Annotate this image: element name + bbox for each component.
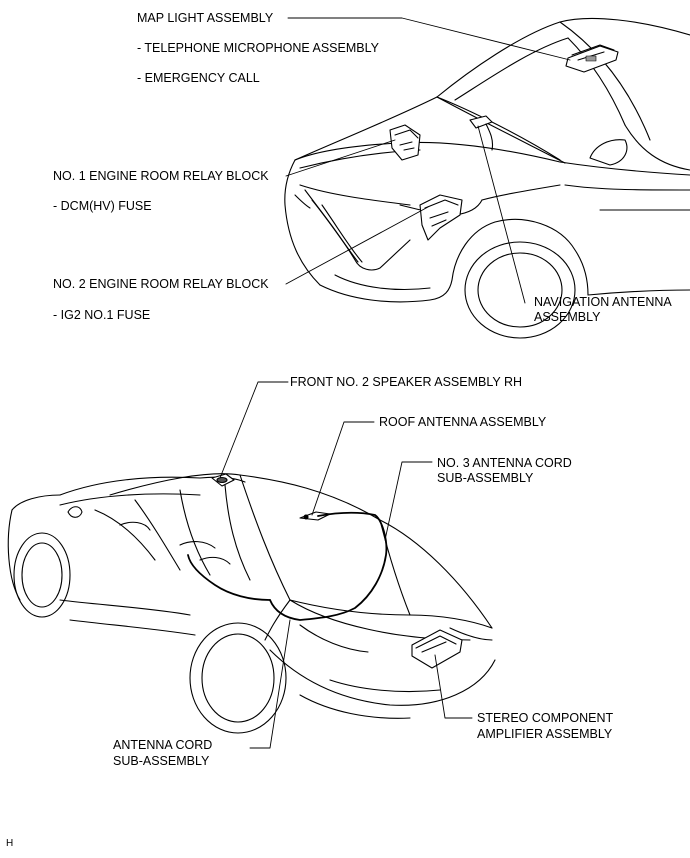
label-antenna-cord-3-2: SUB-ASSEMBLY: [437, 471, 534, 485]
label-nav-antenna-2: ASSEMBLY: [534, 310, 601, 324]
label-ig2-fuse: - IG2 NO.1 FUSE: [53, 308, 151, 322]
label-antenna-cord-1: ANTENNA CORD: [113, 738, 213, 752]
roof-antenna-component: [299, 511, 331, 521]
label-dcm-fuse: - DCM(HV) FUSE: [53, 199, 152, 213]
label-map-light: MAP LIGHT ASSEMBLY: [137, 11, 274, 25]
label-telephone-mic: - TELEPHONE MICROPHONE ASSEMBLY: [137, 41, 379, 55]
front-car-illustration: [284, 17, 690, 339]
label-relay-block-2: NO. 2 ENGINE ROOM RELAY BLOCK: [53, 277, 269, 291]
top-leader-lines: [285, 17, 571, 304]
label-emergency-call: - EMERGENCY CALL: [137, 71, 260, 85]
label-relay-block-1: NO. 1 ENGINE ROOM RELAY BLOCK: [53, 169, 269, 183]
stereo-amplifier-component: [411, 629, 463, 669]
bottom-leader-lines: [219, 381, 473, 749]
rear-car-illustration: [7, 473, 496, 734]
label-nav-antenna-1: NAVIGATION ANTENNA: [534, 295, 672, 309]
relay-block-1-component: [389, 124, 421, 161]
relay-block-2-component: [419, 194, 463, 241]
front-speaker-component: [211, 473, 235, 487]
label-antenna-cord-3-1: NO. 3 ANTENNA CORD: [437, 456, 572, 470]
nav-antenna-component: [469, 115, 494, 151]
label-stereo-amp-2: AMPLIFIER ASSEMBLY: [477, 727, 613, 741]
label-front-speaker: FRONT NO. 2 SPEAKER ASSEMBLY RH: [290, 375, 523, 389]
map-light-component: [565, 44, 619, 73]
label-stereo-amp-1: STEREO COMPONENT: [477, 711, 614, 725]
label-roof-antenna: ROOF ANTENNA ASSEMBLY: [379, 415, 547, 429]
antenna-cord-wiring: [187, 511, 388, 621]
figure-code: H: [6, 838, 14, 849]
label-antenna-cord-2: SUB-ASSEMBLY: [113, 754, 210, 768]
